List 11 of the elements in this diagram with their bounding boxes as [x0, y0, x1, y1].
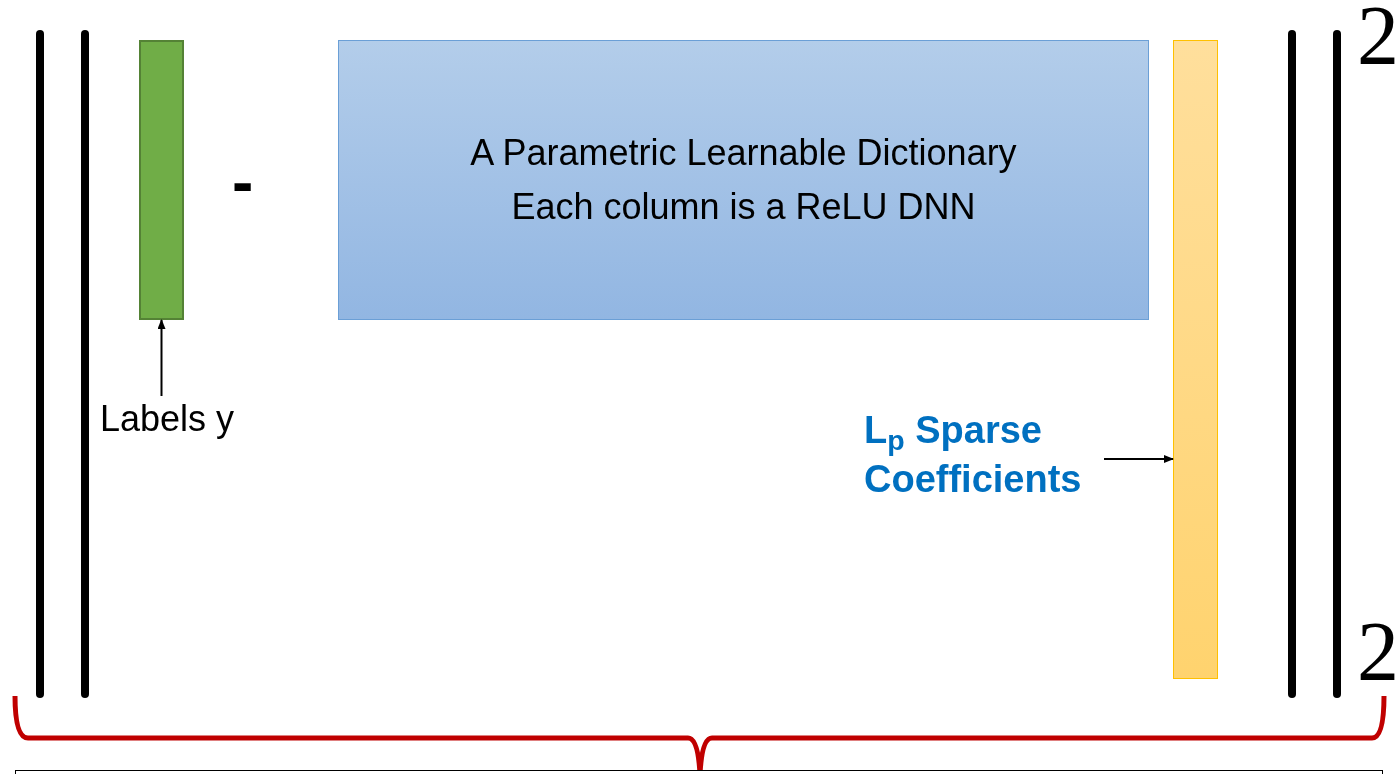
labels-text: Labels y [100, 396, 262, 446]
dictionary-text: A Parametric Learnable Dictionary [470, 131, 1017, 175]
coefficient-vector-bar [1173, 40, 1218, 679]
exponent-digit: 2 [1357, 0, 1398, 78]
coefficients-label: L$_{p}$ Sparse Coefficients [864, 408, 1083, 503]
label-vector-bar [139, 40, 184, 320]
arrow [1103, 455, 1174, 463]
minus-sign: - [232, 150, 254, 214]
dictionary-text: Each column is a ReLU DNN [511, 185, 976, 229]
arrow [157, 319, 166, 397]
exponent-digit: 2 [1357, 610, 1398, 694]
